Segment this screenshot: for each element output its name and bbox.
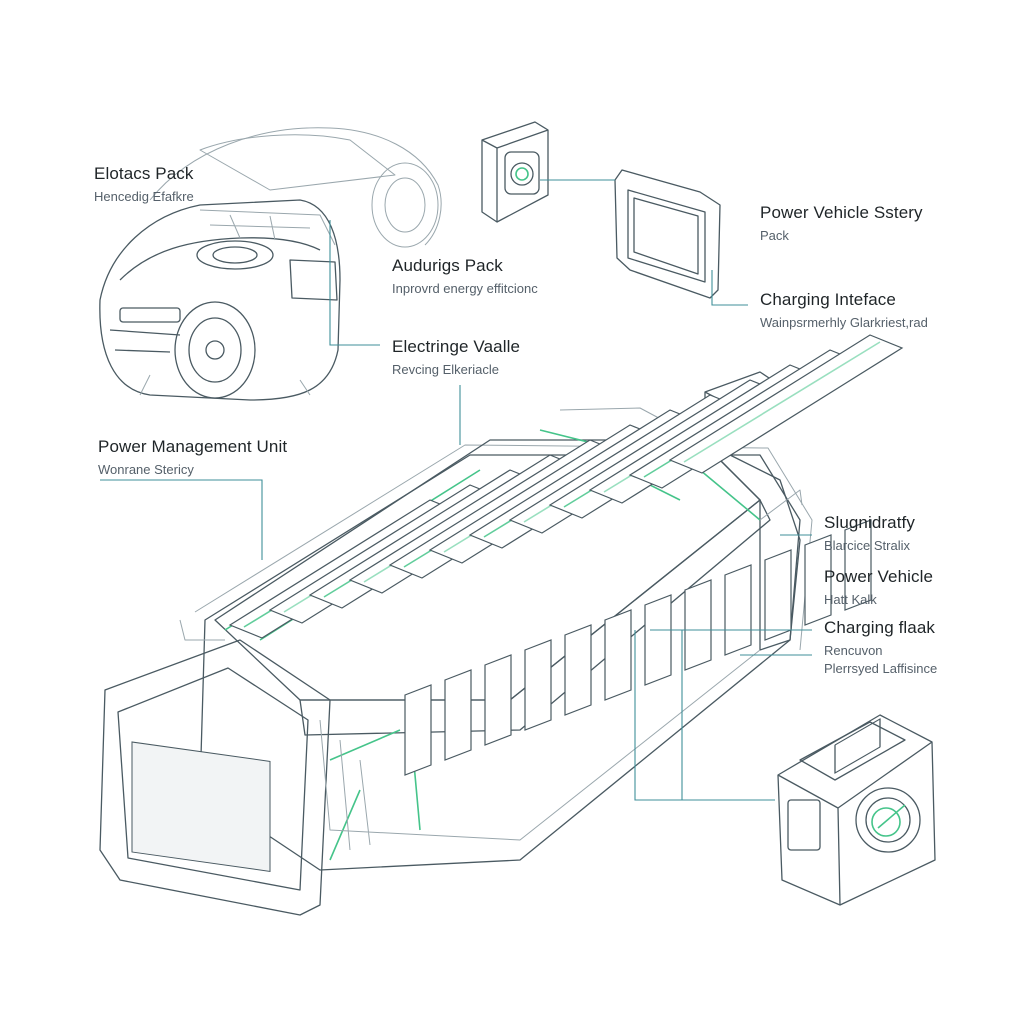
label-slugnidratfy: Slugnidratfy Blarcice Stralix (824, 513, 915, 553)
label-subtitle: Pack (760, 228, 789, 243)
label-subtitle: Wonrane Stericy (98, 462, 194, 477)
cell-busbar (683, 341, 881, 463)
label-charging-flaak: Charging flaak Rencuvon Plerrsyed Laffis… (824, 618, 937, 676)
label-electrics-pack: Elotacs Pack Hencedig Efafkre (94, 164, 194, 204)
callout-lines (100, 179, 812, 801)
panel-module-icon (614, 169, 721, 299)
cell-side (484, 654, 512, 746)
label-subtitle: Rencuvon (824, 643, 883, 658)
label-title: Charging flaak (824, 618, 936, 637)
label-title: Power Vehicle (824, 567, 934, 586)
cell-top (668, 334, 904, 474)
label-title: Audurigs Pack (392, 256, 503, 275)
label-subtitle: Wainpsrmerhly Glarkriest,rad (760, 315, 928, 330)
label-subtitle: Inprovrd energy effitcionc (392, 281, 538, 296)
cell-side (804, 534, 832, 626)
label-title: Electringe Vaalle (392, 337, 521, 356)
label-title: Elotacs Pack (94, 164, 194, 183)
label-subtitle: Revcing Elkeriacle (392, 362, 499, 377)
label-title: Power Vehicle Sstery (760, 203, 923, 222)
label-subtitle: Hencedig Efafkre (94, 189, 194, 204)
cell-side (844, 519, 872, 611)
cell-side (724, 564, 752, 656)
car-outline-icon (99, 127, 442, 401)
label-power-management-unit: Power Management Unit Wonrane Stericy (98, 437, 287, 477)
label-subtitle: Hatt Kalk (824, 592, 877, 607)
label-title: Charging Inteface (760, 290, 896, 309)
cell-side (644, 594, 672, 686)
label-subtitle-2: Plerrsyed Laffisince (824, 661, 938, 676)
label-title: Slugnidratfy (824, 513, 915, 532)
cell-side (764, 549, 792, 641)
cell-side (524, 639, 552, 731)
label-title: Power Management Unit (98, 437, 288, 456)
label-power-vehicle-sstery: Power Vehicle Sstery Pack (760, 203, 923, 243)
label-subtitle: Blarcice Stralix (824, 538, 910, 553)
cell-side (604, 609, 632, 701)
label-power-vehicle: Power Vehicle Hatt Kalk (824, 567, 933, 607)
label-electringe-vaalle: Electringe Vaalle Revcing Elkeriacle (392, 337, 520, 377)
label-audurigs-pack: Audurigs Pack Inprovrd energy effitcionc (392, 256, 538, 296)
inverter-module-icon (777, 714, 936, 906)
cell-side (404, 684, 432, 776)
cell-side (444, 669, 472, 761)
battery-cells (228, 334, 904, 776)
cell-side (684, 579, 712, 671)
cell-side (564, 624, 592, 716)
label-charging-inteface: Charging Inteface Wainpsrmerhly Glarkrie… (760, 290, 928, 330)
connector-module-icon (481, 121, 549, 223)
